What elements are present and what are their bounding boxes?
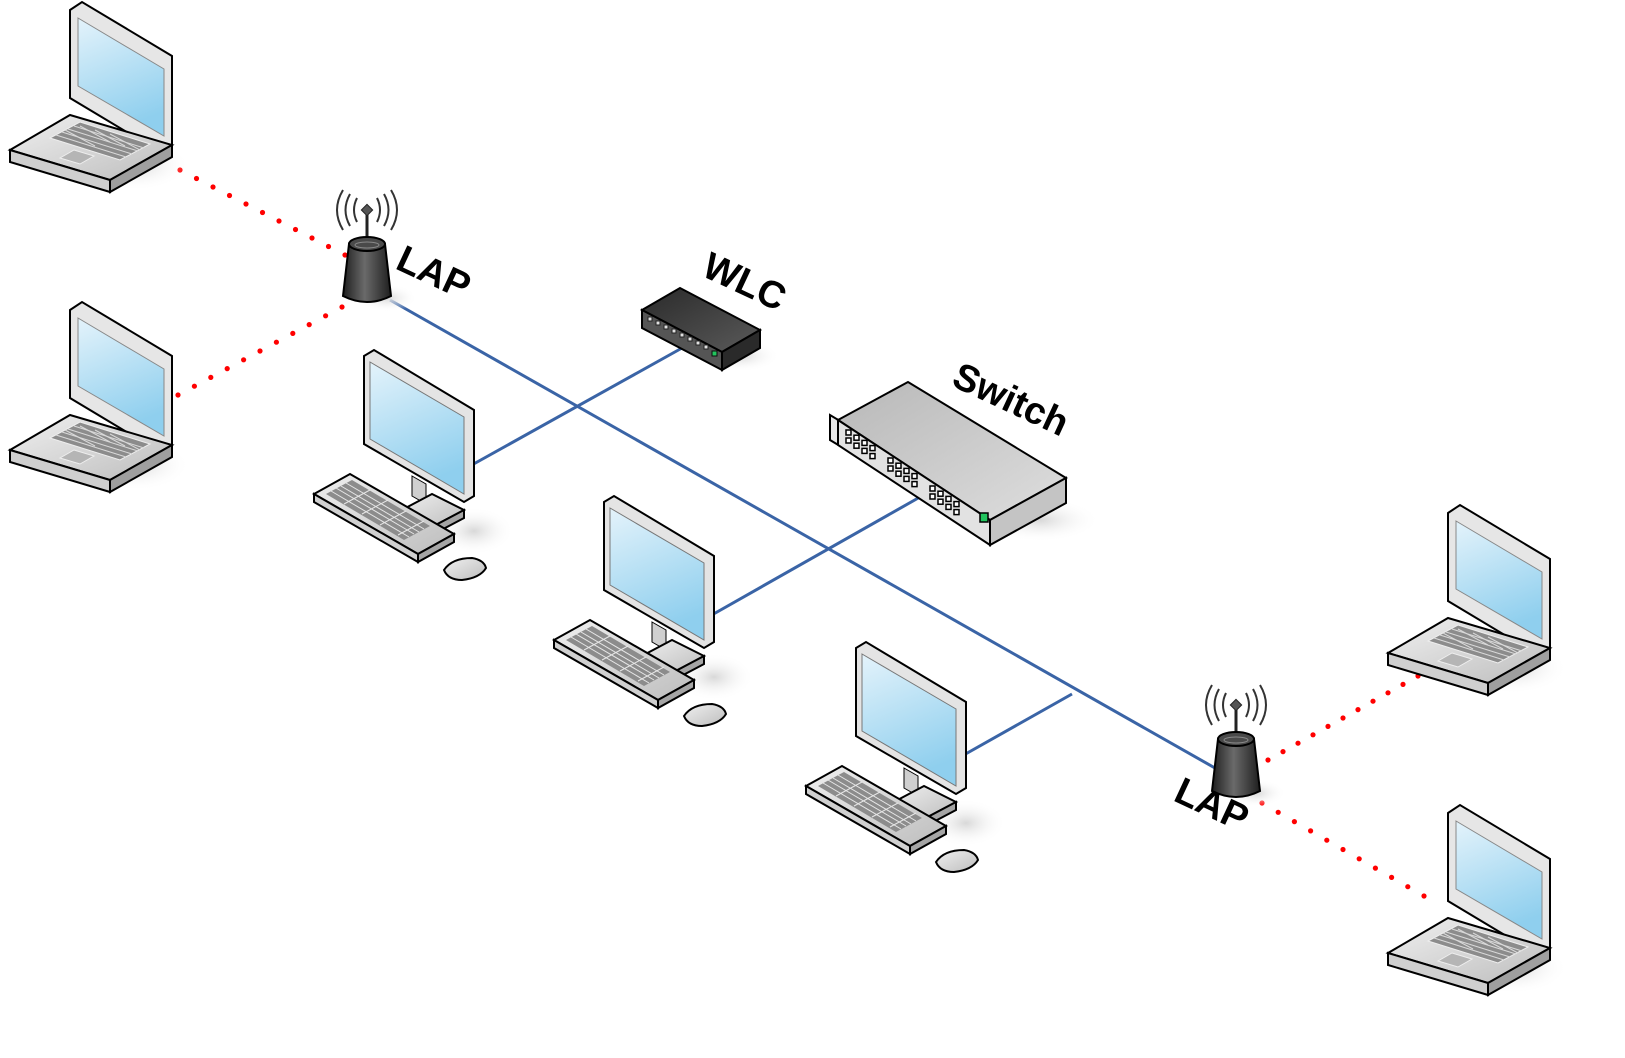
- workstation-pc-3[interactable]: [805, 641, 1007, 873]
- wireless-dot: [1340, 846, 1346, 853]
- wireless-dot: [208, 374, 214, 380]
- wireless-dot: [290, 330, 296, 336]
- wireless-link-lap-1-laptop-1: [177, 167, 348, 258]
- wireless-dot: [1295, 740, 1301, 746]
- wireless-dot: [1370, 698, 1376, 704]
- wired-link-switch-pc-2: [709, 495, 921, 618]
- workstation-pc-2[interactable]: [553, 495, 755, 727]
- wireless-dot: [259, 209, 266, 216]
- wired-links: [389, 298, 1223, 774]
- wireless-dot: [1400, 681, 1406, 688]
- wired-link-lap-1-lap-2: [389, 298, 1223, 774]
- wireless-dot: [243, 201, 249, 207]
- wireless-dot: [241, 357, 247, 363]
- switch-port: [953, 508, 960, 516]
- wireless-link-lap-2-laptop-4: [1259, 800, 1427, 899]
- switch-port: [887, 465, 894, 472]
- wireless-dot: [276, 218, 282, 224]
- wireless-dot: [1310, 732, 1316, 738]
- wireless-dot: [1280, 749, 1286, 755]
- wireless-dot: [1355, 707, 1361, 713]
- switch-port: [853, 434, 860, 441]
- wireless-dot: [1405, 884, 1411, 890]
- wireless-dot: [1356, 856, 1362, 862]
- wireless-dot: [1421, 893, 1427, 899]
- wireless-dot: [1324, 837, 1330, 843]
- switch-port: [895, 462, 902, 469]
- wireless-dot: [306, 322, 312, 328]
- switch-port: [929, 493, 936, 500]
- wireless-dot: [273, 339, 279, 345]
- laptop-4[interactable]: [1387, 804, 1569, 996]
- wireless-link-lap-1-laptop-2: [175, 304, 345, 398]
- switch-port: [953, 500, 960, 508]
- switch-port: [903, 475, 910, 483]
- wireless-dot: [1325, 723, 1331, 730]
- switch-port: [929, 485, 936, 492]
- wireless-dot: [210, 184, 216, 190]
- switch-port: [861, 439, 868, 447]
- wireless-dot: [325, 243, 332, 250]
- wireless-dot: [257, 348, 263, 354]
- wireless-dot: [1372, 865, 1378, 871]
- switch-port: [945, 503, 952, 511]
- wireless-dot: [1275, 809, 1281, 815]
- laptop-3[interactable]: [1387, 504, 1569, 696]
- switch-port: [853, 442, 860, 449]
- laptop-2[interactable]: [9, 301, 191, 493]
- wireless-dot: [1291, 819, 1297, 825]
- switch-port: [845, 437, 852, 444]
- wireless-dot: [323, 313, 329, 319]
- switch-device[interactable]: [829, 380, 1100, 547]
- wireless-links: [175, 167, 1427, 899]
- wired-link-wlc-pc-1: [469, 346, 683, 468]
- wireless-dot: [1385, 690, 1391, 696]
- wireless-dot: [226, 192, 233, 199]
- wireless-link-lap-2-laptop-3: [1265, 673, 1421, 763]
- wireless-dot: [292, 226, 299, 233]
- wireless-dot: [342, 252, 348, 258]
- wired-link-backbone-pc-3: [961, 692, 1073, 758]
- wireless-dot: [1389, 874, 1395, 881]
- switch-port: [945, 495, 952, 503]
- laptop-1[interactable]: [9, 1, 191, 193]
- switch-port: [861, 447, 868, 455]
- switch-port: [911, 472, 918, 480]
- wireless-dot: [1340, 715, 1346, 721]
- wireless-dot: [1265, 757, 1271, 763]
- wireless-dot: [175, 392, 181, 398]
- switch-port: [869, 444, 876, 452]
- switch-port: [903, 467, 910, 475]
- wireless-dot: [193, 175, 200, 182]
- switch-port: [937, 498, 944, 505]
- wireless-dot: [309, 235, 315, 241]
- wireless-dot: [224, 366, 230, 372]
- switch-port: [895, 470, 902, 477]
- wlc-device[interactable]: [639, 286, 780, 372]
- wireless-dot: [191, 383, 197, 389]
- switch-port: [869, 452, 876, 460]
- workstation-pc-1[interactable]: [313, 349, 515, 581]
- switch-port: [845, 429, 852, 436]
- switch-port: [911, 480, 918, 488]
- wireless-dot: [1308, 828, 1314, 834]
- wireless-dot: [339, 304, 345, 310]
- switch-port: [887, 457, 894, 464]
- switch-port: [937, 490, 944, 497]
